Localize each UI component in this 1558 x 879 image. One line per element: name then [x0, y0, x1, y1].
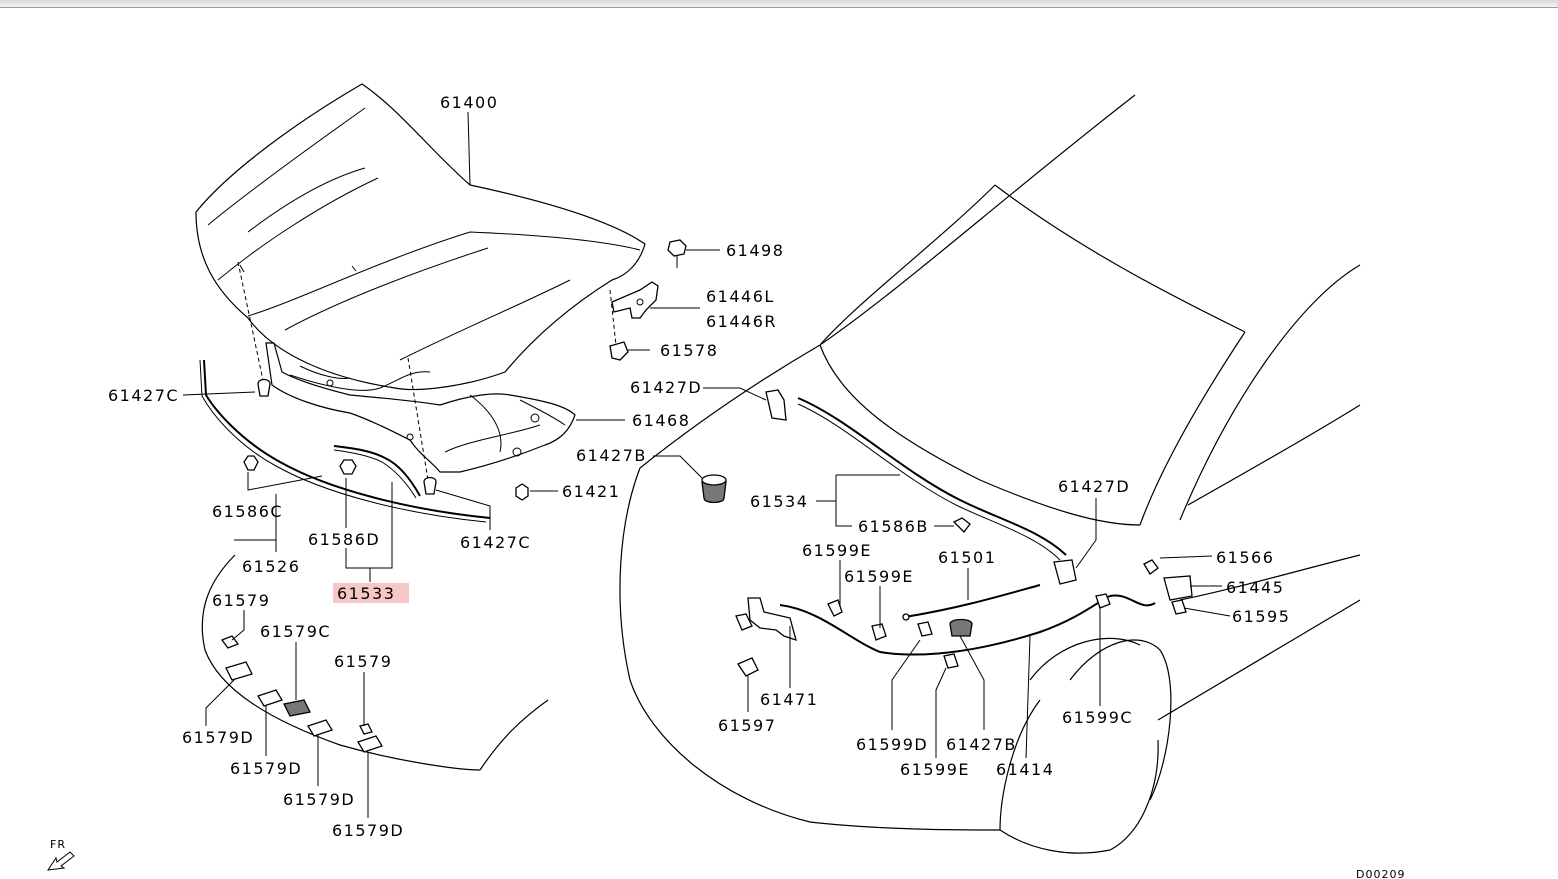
label-61599e-b[interactable]: 61599E	[844, 567, 914, 586]
label-61446r[interactable]: 61446R	[706, 312, 777, 331]
label-61599e-c[interactable]: 61599E	[900, 760, 970, 779]
hood-hinge-illustration	[609, 239, 687, 361]
hood-bumper-clips	[243, 378, 437, 495]
label-61595[interactable]: 61595	[1232, 607, 1290, 626]
label-61579-a[interactable]: 61579	[212, 591, 270, 610]
diagram-code: D00209	[1356, 868, 1405, 879]
hood-seal-61526-illustration	[199, 359, 491, 523]
label-61579c[interactable]: 61579C	[260, 622, 331, 641]
label-61427d-right[interactable]: 61427D	[1058, 477, 1130, 496]
label-61501[interactable]: 61501	[938, 548, 996, 567]
label-61468[interactable]: 61468	[632, 411, 690, 430]
label-61578[interactable]: 61578	[660, 341, 718, 360]
front-direction-indicator: FR	[46, 838, 75, 871]
label-61427b-bottom[interactable]: 61427B	[946, 735, 1017, 754]
front-arrow-icon	[46, 851, 75, 871]
label-61446l[interactable]: 61446L	[706, 287, 775, 306]
label-61526[interactable]: 61526	[242, 557, 300, 576]
hood-seal-61533-illustration	[333, 445, 421, 499]
hood-release-cable-illustration	[735, 559, 1193, 677]
label-61427d-top[interactable]: 61427D	[630, 378, 702, 397]
label-61498[interactable]: 61498	[726, 241, 784, 260]
hood-bumper-61427b-illustration	[701, 474, 727, 504]
label-61599e-a[interactable]: 61599E	[802, 541, 872, 560]
front-bumper-outline	[201, 554, 549, 771]
label-61597[interactable]: 61597	[718, 716, 776, 735]
label-61533[interactable]: 61533	[337, 584, 395, 603]
label-61586b[interactable]: 61586B	[858, 517, 929, 536]
hood-panel-illustration	[195, 83, 646, 481]
weatherstrip-61534-illustration	[765, 389, 1077, 585]
label-61579d-b[interactable]: 61579D	[230, 759, 302, 778]
label-61427b-top[interactable]: 61427B	[576, 446, 647, 465]
label-61579d-d[interactable]: 61579D	[332, 821, 404, 840]
label-61566[interactable]: 61566	[1216, 548, 1274, 567]
label-61414[interactable]: 61414	[996, 760, 1054, 779]
label-61400[interactable]: 61400	[440, 93, 498, 112]
label-61586c[interactable]: 61586C	[212, 502, 283, 521]
label-61586d[interactable]: 61586D	[308, 530, 380, 549]
label-61599c[interactable]: 61599C	[1062, 708, 1133, 727]
label-61427c-right[interactable]: 61427C	[460, 533, 531, 552]
label-61534[interactable]: 61534	[750, 492, 808, 511]
label-61579d-c[interactable]: 61579D	[283, 790, 355, 809]
label-61421[interactable]: 61421	[562, 482, 620, 501]
hood-inner-frame-illustration	[265, 342, 576, 473]
label-61445[interactable]: 61445	[1226, 578, 1284, 597]
nut-61421	[515, 483, 529, 501]
highlight-61533	[333, 583, 409, 603]
fr-label: FR	[50, 838, 66, 851]
leader-lines	[182, 111, 1231, 818]
label-61579-b[interactable]: 61579	[334, 652, 392, 671]
window-top-edge	[0, 0, 1558, 8]
label-61427c-left[interactable]: 61427C	[108, 386, 179, 405]
label-61599d[interactable]: 61599D	[856, 735, 928, 754]
label-61471[interactable]: 61471	[760, 690, 818, 709]
part-labels: 61400 61498 61446L 61446R 61578 61427D 6…	[108, 93, 1290, 840]
label-61579d-a[interactable]: 61579D	[182, 728, 254, 747]
